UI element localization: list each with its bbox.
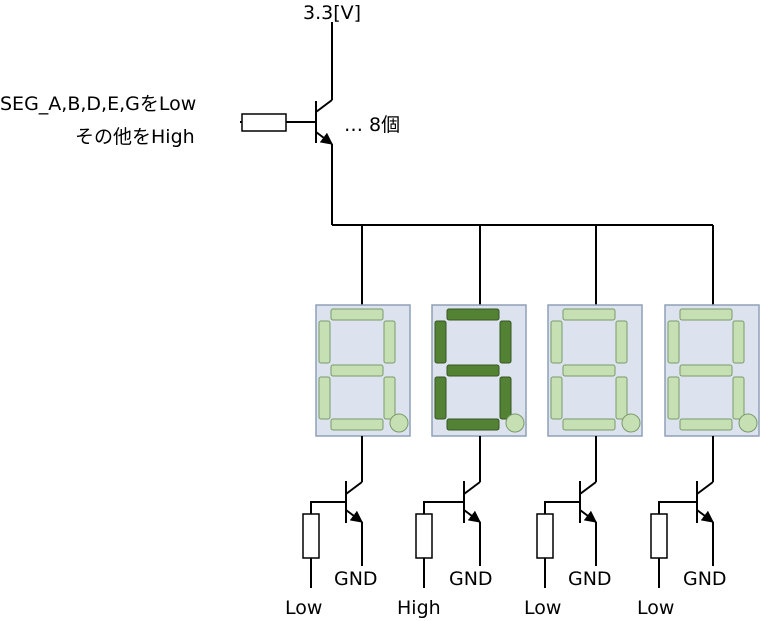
base-resistor (536, 513, 554, 559)
input-level-label: High (397, 597, 441, 619)
segment-dp (738, 413, 758, 433)
low-side-transistor (345, 481, 363, 566)
digit-4: GND Low (637, 225, 760, 619)
low-side-transistor (463, 481, 481, 566)
low-side-transistor (696, 481, 714, 566)
base-resistor (415, 513, 433, 559)
segment-e (318, 376, 331, 420)
segment-a (562, 308, 616, 321)
base-resistor (302, 513, 320, 559)
gnd-label: GND (449, 568, 493, 590)
gnd-label: GND (334, 568, 378, 590)
segment-d (562, 418, 616, 431)
segment-c (383, 376, 396, 420)
segment-f (434, 320, 447, 364)
segment-c (615, 376, 628, 420)
segment-g (679, 364, 733, 377)
base-wire (658, 501, 697, 514)
supply-voltage-label: 3.3[V] (303, 2, 361, 24)
segment-a (330, 308, 384, 321)
base-wire (423, 501, 464, 514)
digits-layer: GND Low GND High GND Low GND Low (285, 225, 760, 619)
base-wire (310, 501, 346, 514)
segment-c (499, 376, 512, 420)
control-line-1: SEG_A,B,D,E,GをLow (0, 93, 196, 115)
high-side-transistor (315, 22, 333, 225)
segment-dp (505, 413, 525, 433)
segment-e (550, 376, 563, 420)
segment-a (679, 308, 733, 321)
control-line-2: その他をHigh (75, 126, 195, 148)
low-side-transistor (579, 481, 597, 566)
segment-b (383, 320, 396, 364)
segment-d (330, 418, 384, 431)
segment-e (434, 376, 447, 420)
segment-a (446, 308, 500, 321)
input-level-label: Low (285, 597, 322, 619)
input-level-label: Low (524, 597, 561, 619)
transistor-count-label: … 8個 (344, 114, 400, 136)
input-level-label: Low (637, 597, 674, 619)
digit-2: GND High (397, 225, 527, 619)
gnd-label: GND (568, 568, 612, 590)
segment-f (550, 320, 563, 364)
segment-f (667, 320, 680, 364)
base-wire (544, 501, 580, 514)
segment-g (330, 364, 384, 377)
segment-dp (621, 413, 641, 433)
segment-g (562, 364, 616, 377)
segment-e (667, 376, 680, 420)
segment-f (318, 320, 331, 364)
segment-b (499, 320, 512, 364)
segment-b (732, 320, 745, 364)
segment-c (732, 376, 745, 420)
digit-1: GND Low (285, 225, 411, 619)
segment-b (615, 320, 628, 364)
base-resistor (650, 513, 668, 559)
digit-3: GND Low (524, 225, 643, 619)
segment-g (446, 364, 500, 377)
segment-d (446, 418, 500, 431)
segment-d (679, 418, 733, 431)
segment-dp (389, 413, 409, 433)
base-resistor (240, 113, 316, 132)
gnd-label: GND (683, 568, 727, 590)
